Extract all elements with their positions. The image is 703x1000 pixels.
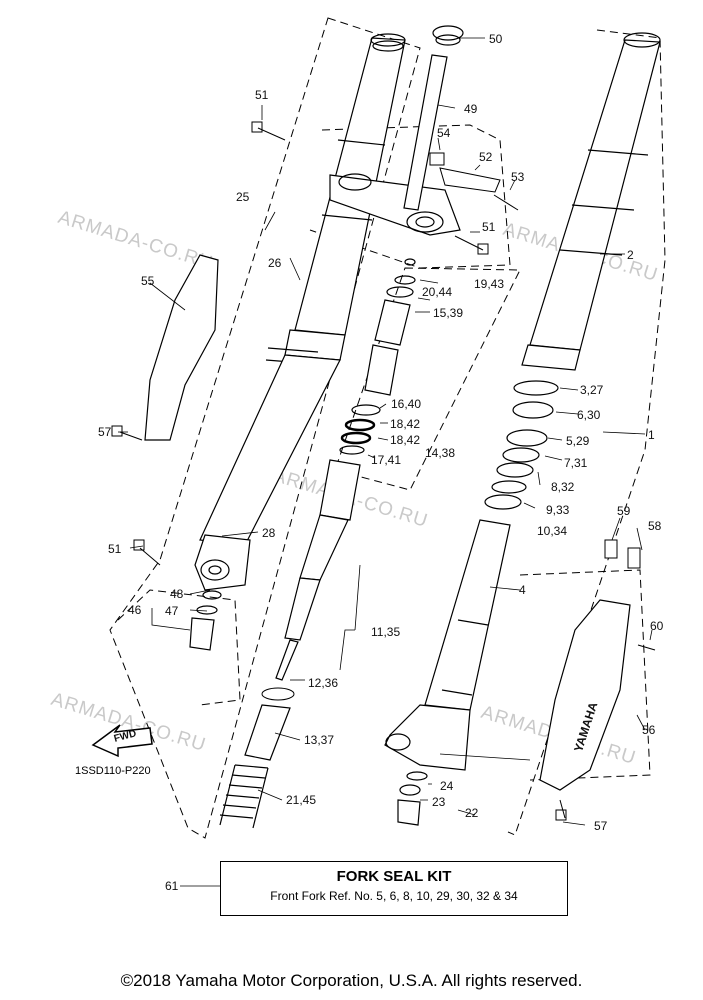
callout-48: 48 <box>170 587 184 601</box>
callout-51-left: 51 <box>108 542 122 556</box>
right-seal-stack <box>484 380 559 510</box>
bracket-52 <box>439 167 501 193</box>
spring-21 <box>219 764 269 829</box>
callout-60: 60 <box>650 619 664 633</box>
callout-61: 61 <box>165 879 179 893</box>
callout-46: 46 <box>128 603 142 617</box>
callout-1: 1 <box>648 428 655 442</box>
callout-58: 58 <box>648 519 662 533</box>
collar-54 <box>429 152 445 166</box>
callout-18b: 18,42 <box>390 433 421 447</box>
callout-51-right: 51 <box>482 220 496 234</box>
clamp-group-outline <box>309 124 511 269</box>
left-fork-group-outline <box>109 17 421 839</box>
kit-description: Front Fork Ref. No. 5, 6, 8, 10, 29, 30,… <box>270 889 518 903</box>
callout-8: 8,32 <box>551 480 575 494</box>
callout-7: 7,31 <box>564 456 588 470</box>
left-inner-tube <box>199 329 346 546</box>
callout-55: 55 <box>141 274 155 288</box>
callout-24: 24 <box>440 779 454 793</box>
axle-bolt-group-outline <box>117 589 241 706</box>
steering-clamp <box>329 173 461 236</box>
right-inner-tube <box>424 519 511 711</box>
bolt-22-parts <box>397 771 428 826</box>
diagram-code: 1SSD110-P220 <box>75 765 151 777</box>
callout-18a: 18,42 <box>390 417 421 431</box>
callout-56: 56 <box>642 723 656 737</box>
right-axle-bracket <box>384 704 471 771</box>
bolt-51-right <box>454 235 489 255</box>
callout-59: 59 <box>617 504 631 518</box>
steering-stem <box>403 25 464 211</box>
bolt-57-left <box>111 425 143 441</box>
callout-26: 26 <box>268 256 282 270</box>
bolt-53 <box>493 194 519 211</box>
callout-11: 11,35 <box>371 625 401 639</box>
bolt-60 <box>637 644 656 651</box>
callout-57-left: 57 <box>98 425 112 439</box>
callout-3: 3,27 <box>580 383 604 397</box>
callout-9: 9,33 <box>546 503 570 517</box>
bolt-51-top <box>251 121 286 141</box>
bolt-axle-46 <box>189 590 222 651</box>
callout-6: 6,30 <box>577 408 601 422</box>
callout-50: 50 <box>489 32 503 46</box>
spacer-13 <box>244 704 291 761</box>
bolt-51-left <box>133 539 161 566</box>
clip-58 <box>627 547 641 569</box>
callout-5: 5,29 <box>566 434 590 448</box>
callout-51-top: 51 <box>255 88 269 102</box>
right-fork-guard-56 <box>539 599 631 791</box>
callout-15: 15,39 <box>433 306 464 320</box>
callout-23: 23 <box>432 795 446 809</box>
callout-53: 53 <box>511 170 525 184</box>
right-fork-group-outline <box>507 29 666 836</box>
callout-16: 16,40 <box>391 397 422 411</box>
cartridge-assembly <box>275 459 361 681</box>
callout-12: 12,36 <box>308 676 339 690</box>
bolt-57-right <box>555 799 567 821</box>
clip-59 <box>604 539 618 559</box>
callout-17: 17,41 <box>371 453 402 467</box>
damper-parts <box>339 258 416 455</box>
oring-12 <box>261 687 295 701</box>
callout-4: 4 <box>519 583 526 597</box>
left-axle-bracket <box>194 534 251 591</box>
callout-57-right: 57 <box>594 819 608 833</box>
callout-10: 10,34 <box>537 524 568 538</box>
copyright-notice: ©2018 Yamaha Motor Corporation, U.S.A. A… <box>120 971 583 990</box>
fork-seal-kit-box: FORK SEAL KIT Front Fork Ref. No. 5, 6, … <box>220 861 568 916</box>
callout-22: 22 <box>465 806 479 820</box>
callout-25: 25 <box>236 190 250 204</box>
callout-54: 54 <box>437 126 451 140</box>
callout-52: 52 <box>479 150 493 164</box>
callout-19: 19,43 <box>474 277 505 291</box>
callout-20: 20,44 <box>422 285 453 299</box>
damper-group-outline <box>334 267 521 491</box>
callout-2: 2 <box>627 248 634 262</box>
kit-title: FORK SEAL KIT <box>336 868 452 885</box>
right-outer-tube <box>521 32 661 371</box>
callout-49: 49 <box>464 102 478 116</box>
callout-28: 28 <box>262 526 276 540</box>
callout-47: 47 <box>165 604 179 618</box>
fwd-arrow <box>91 724 153 758</box>
left-fork-guard-55 <box>144 254 219 441</box>
leader-lines <box>118 37 653 887</box>
guard-right-outline <box>519 569 651 781</box>
callout-13: 13,37 <box>304 733 335 747</box>
callout-21: 21,45 <box>286 793 317 807</box>
callout-14: 14,38 <box>425 446 456 460</box>
